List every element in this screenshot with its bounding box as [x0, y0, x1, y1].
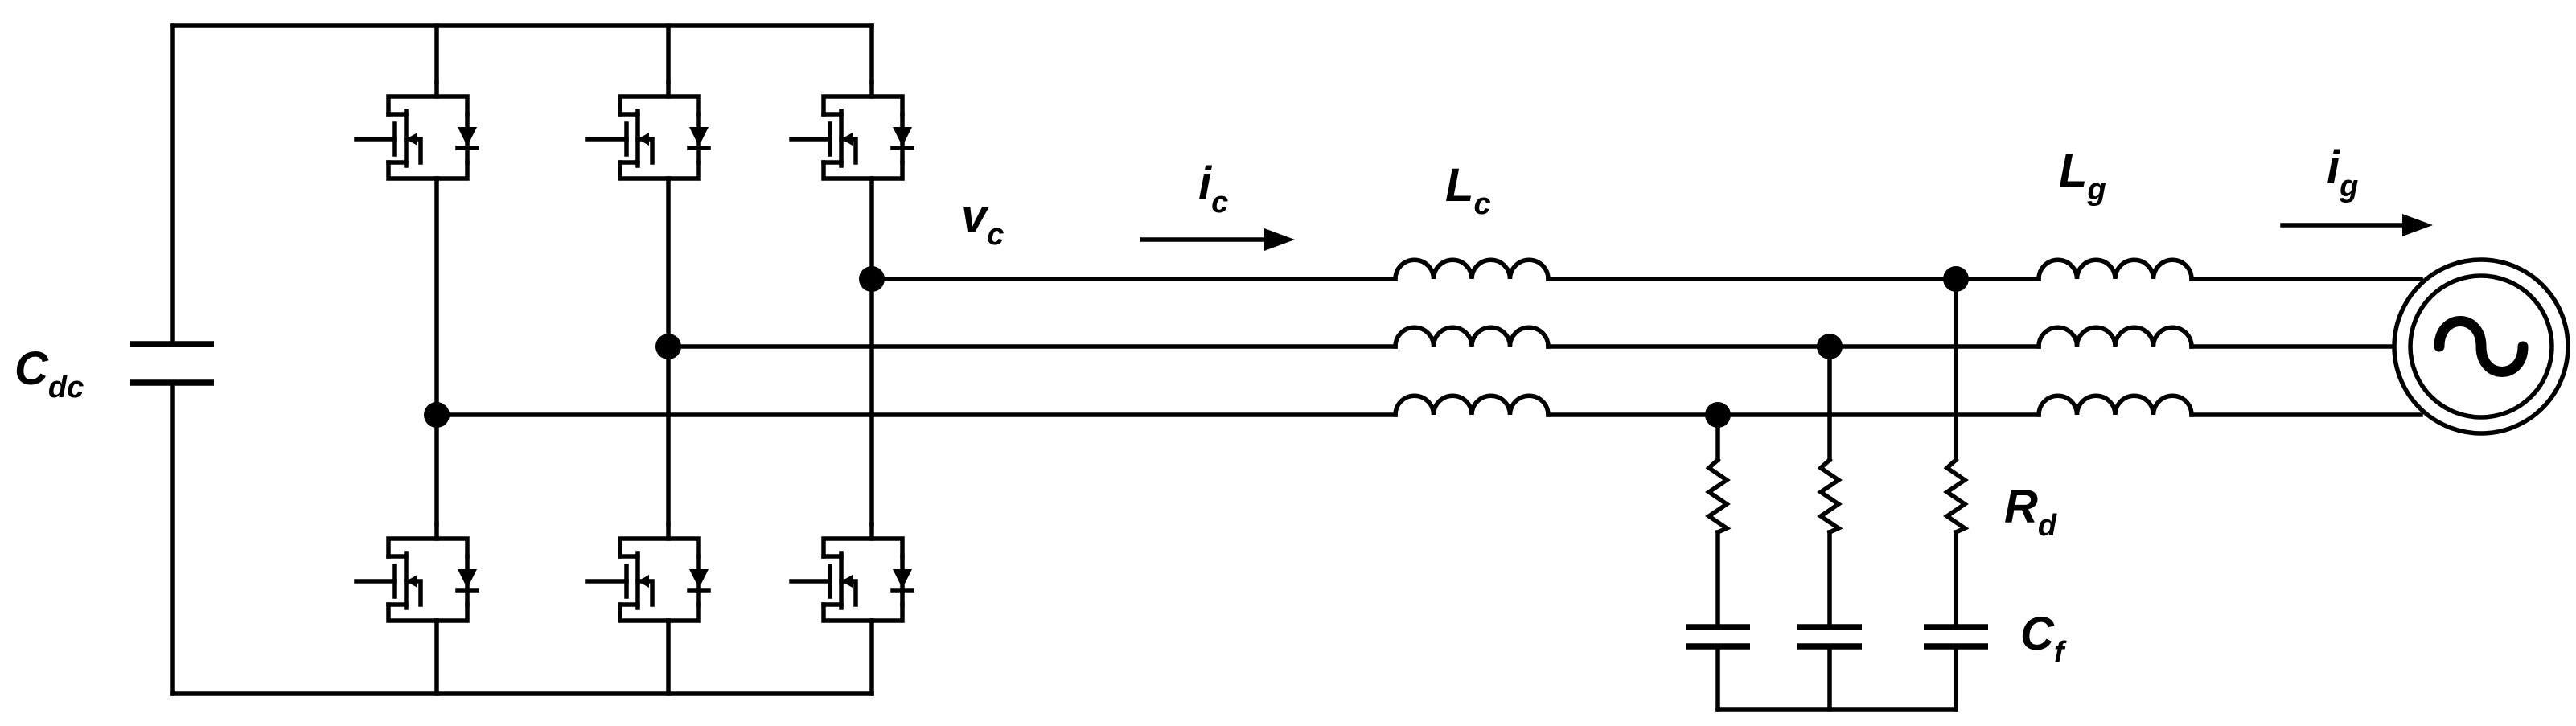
filter-capacitor-label: Cf [2020, 608, 2067, 670]
mosfet-with-diode-icon [588, 82, 709, 178]
inductor-icon [1395, 327, 1548, 347]
mosfet-with-diode-icon [588, 524, 709, 621]
junction-dot [859, 266, 885, 292]
inductor-icon [2039, 260, 2192, 279]
dc-capacitor-label: Cdc [14, 342, 84, 404]
phase-line-c [434, 396, 2423, 417]
mosfet-with-diode-icon [356, 524, 477, 621]
mosfet-with-diode-icon [791, 82, 912, 178]
junction-dot [424, 402, 450, 428]
grid-current-arrow [2280, 214, 2433, 236]
junction-dot [655, 334, 681, 359]
grid-inductor-label: Lg [2059, 145, 2106, 207]
filter-branch-a [1924, 277, 1988, 712]
switch-leg-3 [791, 23, 912, 696]
inductor-icon [2039, 396, 2192, 415]
converter-current-arrow [1140, 228, 1295, 251]
mosfet-with-diode-icon [791, 524, 912, 621]
resistor-icon [1821, 460, 1839, 532]
damping-resistor-label: Rd [2004, 481, 2057, 543]
phase-line-a [869, 260, 2423, 281]
inductor-icon [1395, 396, 1548, 415]
filter-branch-b [1797, 344, 1862, 712]
converter-voltage-label: vc [961, 190, 1004, 252]
ac-source-icon [2392, 257, 2570, 436]
inductor-icon [1395, 260, 1548, 279]
junction-dot [1943, 266, 1969, 292]
converter-current-label: ic [1198, 158, 1228, 219]
phase-line-b [666, 327, 2395, 349]
switch-leg-1 [356, 23, 477, 696]
inductor-icon [2039, 327, 2192, 347]
mosfet-with-diode-icon [356, 82, 477, 178]
resistor-icon [1709, 460, 1727, 532]
grid-current-label: ig [2327, 142, 2358, 203]
filter-branch-c [1686, 412, 1750, 712]
converter-inductor-label: Lc [1445, 159, 1491, 221]
resistor-icon [1947, 460, 1965, 532]
switch-leg-2 [588, 23, 709, 696]
junction-dot [1705, 402, 1731, 428]
dc-capacitor [130, 341, 214, 386]
junction-dot [1817, 334, 1843, 359]
